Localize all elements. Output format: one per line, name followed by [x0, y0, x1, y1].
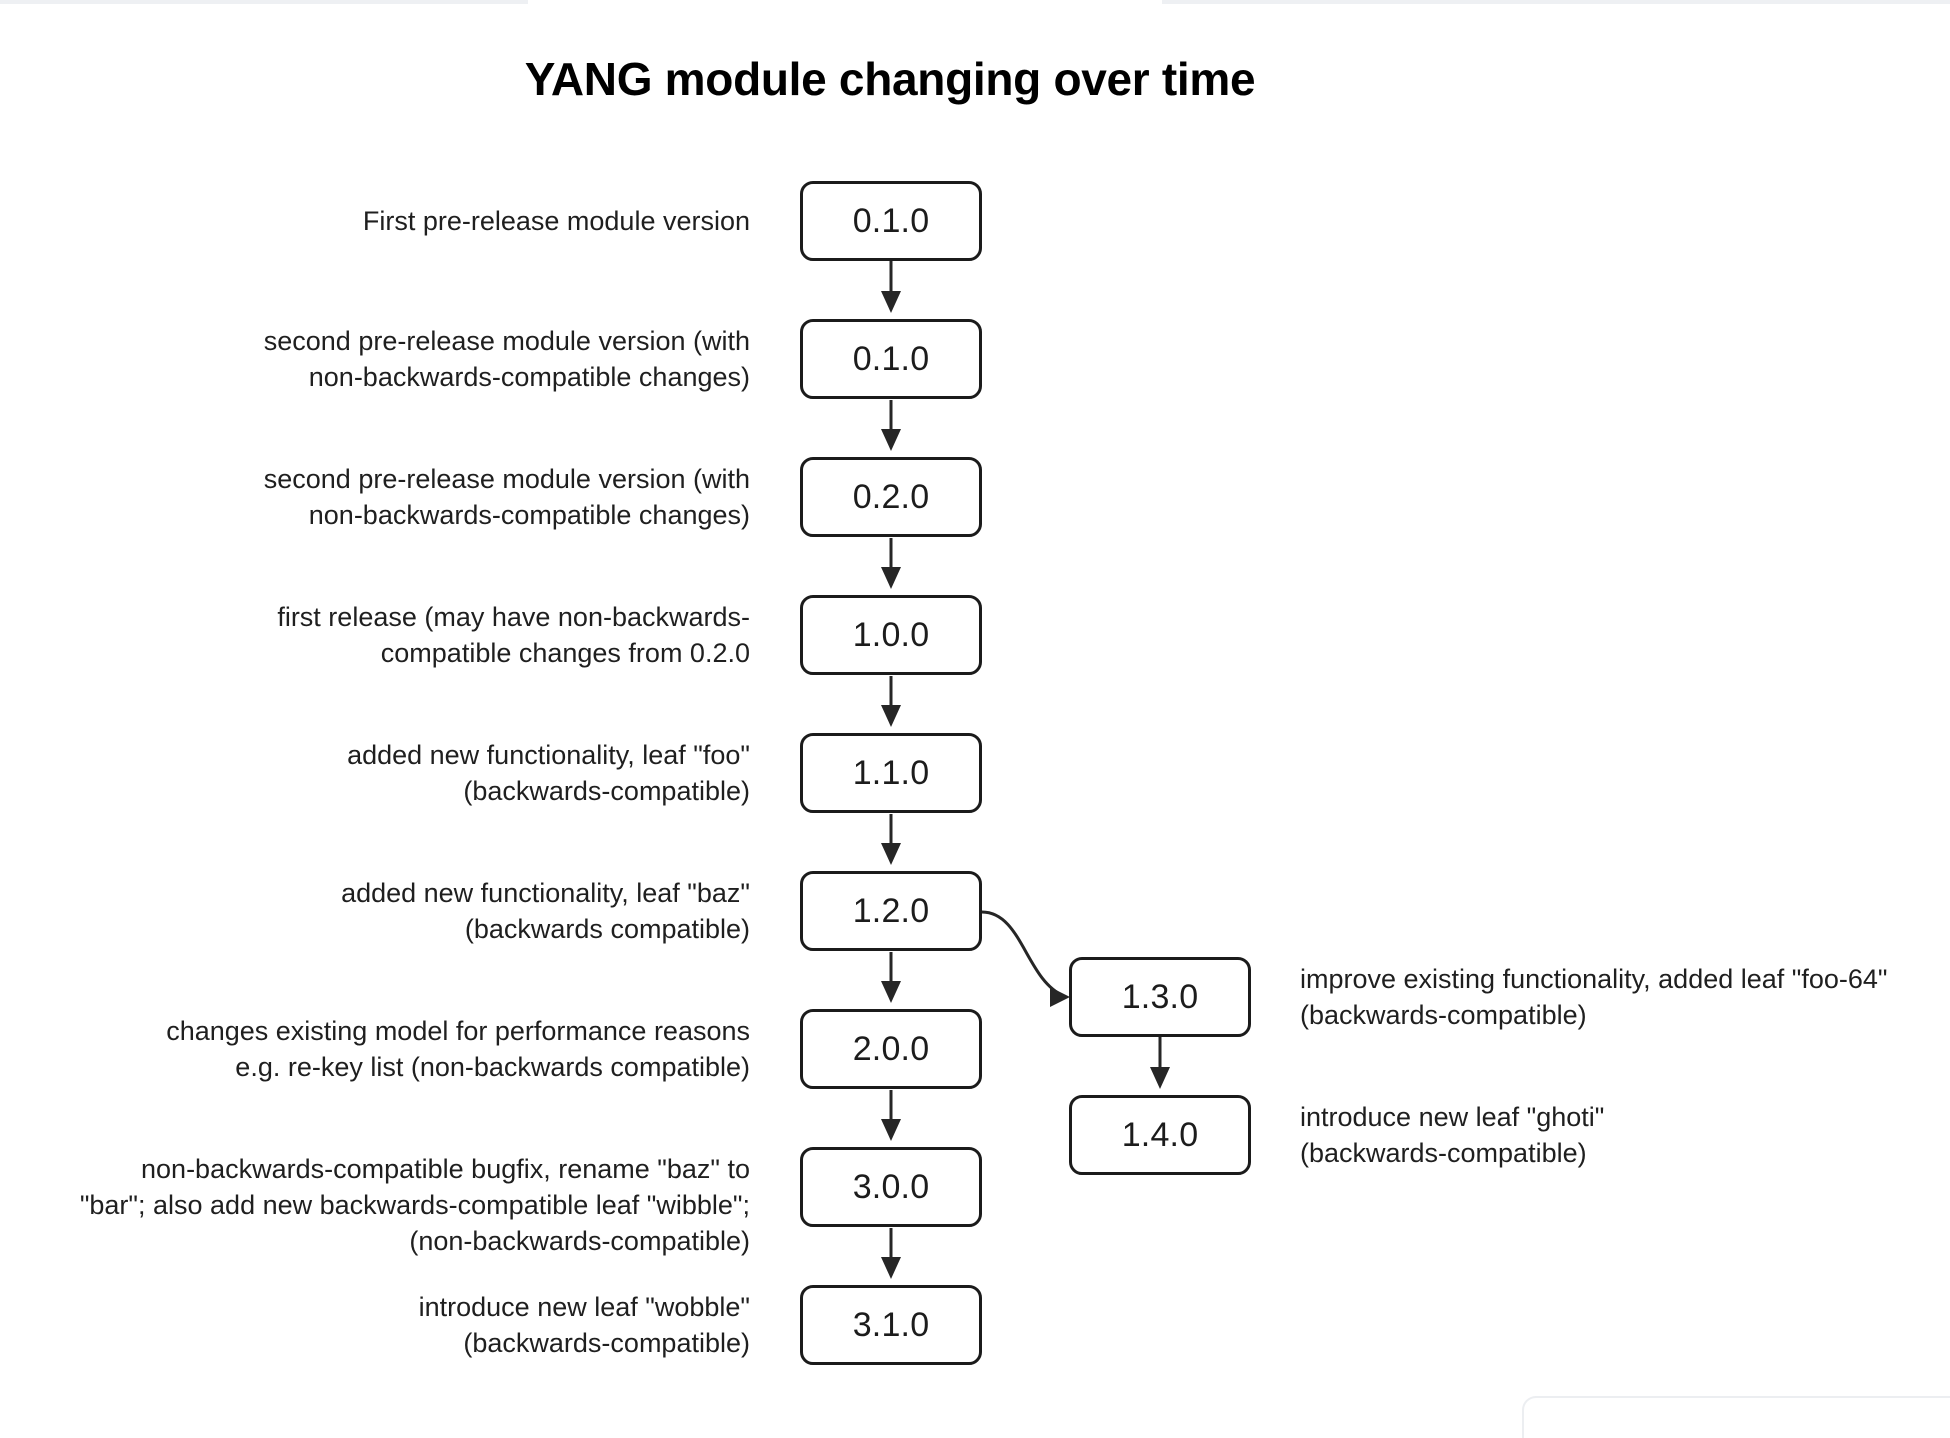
- annotation-1-3-0: improve existing functionality, added le…: [1300, 964, 1888, 1030]
- node-3-0-0[interactable]: 3.0.0: [800, 1147, 982, 1227]
- annotation-1-0-0: first release (may have non-backwards- c…: [277, 602, 750, 668]
- edge-n0-n1: [881, 261, 901, 313]
- annotation-1-4-0: introduce new leaf "ghoti" (backwards-co…: [1300, 1102, 1605, 1168]
- annotation-1-1-0: added new functionality, leaf "foo" (bac…: [347, 740, 750, 806]
- node-3-1-0[interactable]: 3.1.0: [800, 1285, 982, 1365]
- annotation-2-0-0: changes existing model for performance r…: [166, 1016, 750, 1082]
- node-0-1-0-second[interactable]: 0.1.0: [800, 319, 982, 399]
- annotation-0-2-0: second pre-release module version (with …: [263, 464, 750, 530]
- edge-n1-n2: [881, 400, 901, 451]
- node-0-2-0[interactable]: 0.2.0: [800, 457, 982, 537]
- edge-n5-b0: [981, 910, 1070, 1007]
- node-1-4-0[interactable]: 1.4.0: [1069, 1095, 1251, 1175]
- edge-b0-b1: [1150, 1037, 1170, 1089]
- edge-n6-n7: [881, 1090, 901, 1141]
- edge-n4-n5: [881, 814, 901, 865]
- annotation-0-1-0-initial: First pre-release module version: [362, 206, 750, 236]
- page-title: YANG module changing over time: [524, 53, 1256, 105]
- annotation-0-1-0-second: second pre-release module version (with …: [263, 326, 750, 392]
- node-1-0-0[interactable]: 1.0.0: [800, 595, 982, 675]
- edge-n2-n3: [881, 538, 901, 589]
- edge-n3-n4: [881, 676, 901, 727]
- edge-n5-n6: [881, 952, 901, 1003]
- annotation-1-2-0: added new functionality, leaf "baz" (bac…: [341, 878, 750, 944]
- node-0-1-0-initial[interactable]: 0.1.0: [800, 181, 982, 261]
- node-1-3-0[interactable]: 1.3.0: [1069, 957, 1251, 1037]
- annotation-3-1-0: introduce new leaf "wobble" (backwards-c…: [418, 1292, 750, 1358]
- edge-n7-n8: [881, 1228, 901, 1279]
- node-1-2-0[interactable]: 1.2.0: [800, 871, 982, 951]
- annotation-3-0-0: non-backwards-compatible bugfix, rename …: [79, 1154, 750, 1256]
- node-2-0-0[interactable]: 2.0.0: [800, 1009, 982, 1089]
- node-1-1-0[interactable]: 1.1.0: [800, 733, 982, 813]
